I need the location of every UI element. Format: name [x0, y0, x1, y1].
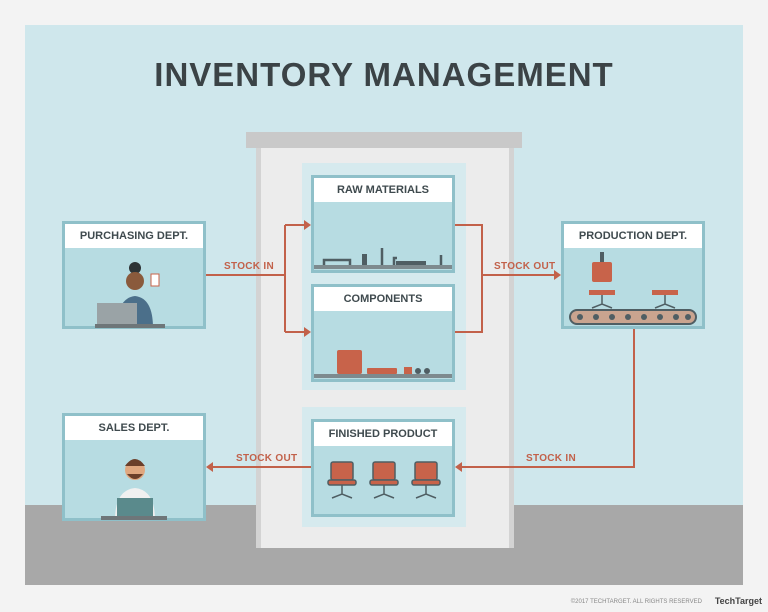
components-icon — [314, 350, 452, 378]
warehouse-roof — [246, 132, 522, 148]
stock-out-label-1: STOCK OUT — [494, 261, 556, 272]
production-dept-box: PRODUCTION DEPT. — [561, 221, 705, 329]
stock-out-arrow-production — [455, 224, 558, 333]
finished-product-box: FINISHED PRODUCT — [311, 419, 455, 517]
stock-out-label-2: STOCK OUT — [236, 453, 298, 464]
copyright-text: ©2017 TECHTARGET. ALL RIGHTS RESERVED — [570, 599, 702, 605]
arrowhead — [304, 220, 311, 230]
techtarget-logo: TechTarget — [714, 596, 762, 606]
stock-in-label-1: STOCK IN — [224, 261, 274, 272]
sales-person-icon — [101, 459, 167, 520]
arrowhead — [554, 270, 561, 280]
raw-materials-box: RAW MATERIALS — [311, 175, 455, 273]
arrowhead — [455, 462, 462, 472]
diagram-title: INVENTORY MANAGEMENT — [154, 56, 614, 93]
stock-in-label-2: STOCK IN — [526, 453, 576, 464]
stock-in-arrow-finished — [459, 329, 635, 468]
components-label: COMPONENTS — [314, 287, 452, 311]
sales-dept-label: SALES DEPT. — [65, 416, 203, 440]
components-box: COMPONENTS — [311, 284, 455, 382]
production-dept-label: PRODUCTION DEPT. — [564, 224, 702, 248]
arrowhead — [304, 327, 311, 337]
finished-product-label: FINISHED PRODUCT — [314, 422, 452, 446]
sales-dept-box: SALES DEPT. — [62, 413, 206, 521]
arrowhead — [206, 462, 213, 472]
purchasing-person-icon — [95, 262, 165, 328]
purchasing-dept-box: PURCHASING DEPT. — [62, 221, 206, 329]
chair-icons — [327, 461, 441, 499]
assembly-line-icon — [569, 252, 697, 325]
stock-in-arrow-purchasing — [206, 224, 308, 333]
raw-materials-label: RAW MATERIALS — [314, 178, 452, 202]
purchasing-dept-label: PURCHASING DEPT. — [65, 224, 203, 248]
raw-materials-icon — [314, 248, 452, 269]
